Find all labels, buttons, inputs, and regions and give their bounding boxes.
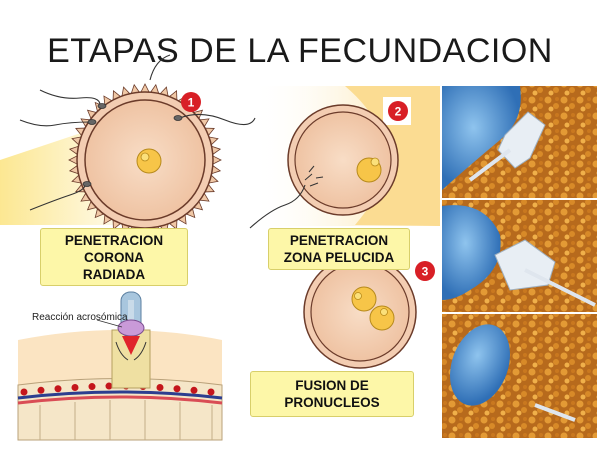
micrograph-3 <box>442 314 597 438</box>
cortical-granule <box>37 386 45 394</box>
number-badge-3: 3 <box>415 261 435 281</box>
egg-cell <box>310 262 410 362</box>
sperm-entry <box>304 165 324 187</box>
pronucleus <box>136 148 162 174</box>
cortical-granule <box>20 388 28 396</box>
zona-pellucida-egg <box>287 104 399 216</box>
stage-3-label: FUSION DE PRONUCLEOS <box>250 371 414 417</box>
stage-2-panel: 2 <box>249 86 440 229</box>
sperm <box>19 119 91 127</box>
svg-text:1: 1 <box>188 96 195 110</box>
cortical-granule <box>173 385 181 393</box>
cortical-granule <box>88 383 96 391</box>
number-badge-1: 1 <box>181 92 201 112</box>
cortical-granule <box>156 383 164 391</box>
micrograph-2 <box>442 200 597 312</box>
stage-1-label: PENETRACION CORONA RADIADA <box>40 228 188 286</box>
page-title: ETAPAS DE LA FECUNDACION <box>47 32 553 70</box>
cortical-granule <box>71 383 79 391</box>
corona-spike <box>212 155 222 165</box>
cortical-granule <box>190 386 198 394</box>
sperm <box>249 184 306 229</box>
cortical-granule <box>207 388 215 396</box>
cortical-granule <box>105 382 113 390</box>
stage-1-panel: 1 <box>0 54 256 251</box>
stage-2-label: PENETRACION ZONA PELUCIDA <box>268 228 410 270</box>
pronucleus <box>369 305 395 331</box>
cortical-granule <box>54 385 62 393</box>
number-badge-2: 2 <box>388 101 408 121</box>
micrograph-1 <box>442 86 597 198</box>
micrograph-column <box>442 86 597 438</box>
stage-3-panel: 3 <box>303 255 435 369</box>
corona-spike <box>140 83 150 93</box>
acrosome-reaction-diagram <box>17 291 223 441</box>
svg-text:3: 3 <box>422 265 429 279</box>
egg-cell <box>294 111 392 209</box>
pronuclei-fusion-egg <box>303 255 417 369</box>
acrosome-reaction-label: Reacción acrosómica <box>32 312 128 323</box>
svg-text:2: 2 <box>395 105 402 119</box>
